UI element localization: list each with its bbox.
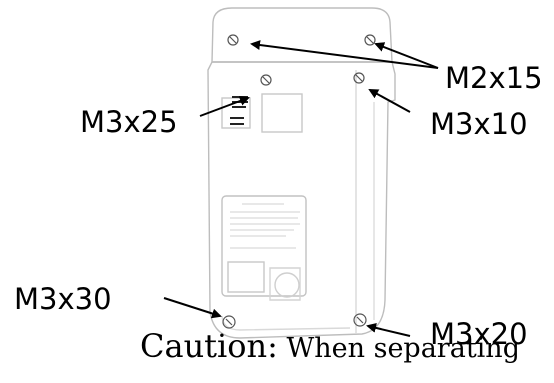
arrow-m2x15-left [250, 40, 439, 69]
caption-lead: Caution: [140, 327, 278, 365]
caption-text: When separating [277, 333, 520, 364]
arrow-m3x30 [163, 297, 222, 319]
device-body [207, 7, 396, 339]
label-m3x20: M3x20 [430, 317, 528, 351]
screw-head [260, 74, 272, 86]
label-m3x25: M3x25 [80, 105, 178, 139]
screw-head [353, 313, 367, 327]
screw-head [364, 34, 376, 46]
label-m2x15: M2x15 [445, 61, 543, 95]
caption: Caution: When separating [140, 330, 520, 362]
callout-arrows [163, 40, 439, 337]
screw-head [222, 315, 236, 329]
arrow-m3x20 [366, 322, 411, 337]
arrow-m3x25 [199, 96, 250, 117]
label-m3x30: M3x30 [14, 282, 112, 316]
label-plate-text-lines [230, 203, 300, 249]
screw-head [353, 72, 365, 84]
arrow-m3x10 [368, 89, 411, 113]
screw-head [227, 34, 239, 46]
arrow-m2x15-right [374, 42, 439, 69]
screw-heads [222, 34, 376, 329]
label-m3x10: M3x10 [430, 107, 528, 141]
